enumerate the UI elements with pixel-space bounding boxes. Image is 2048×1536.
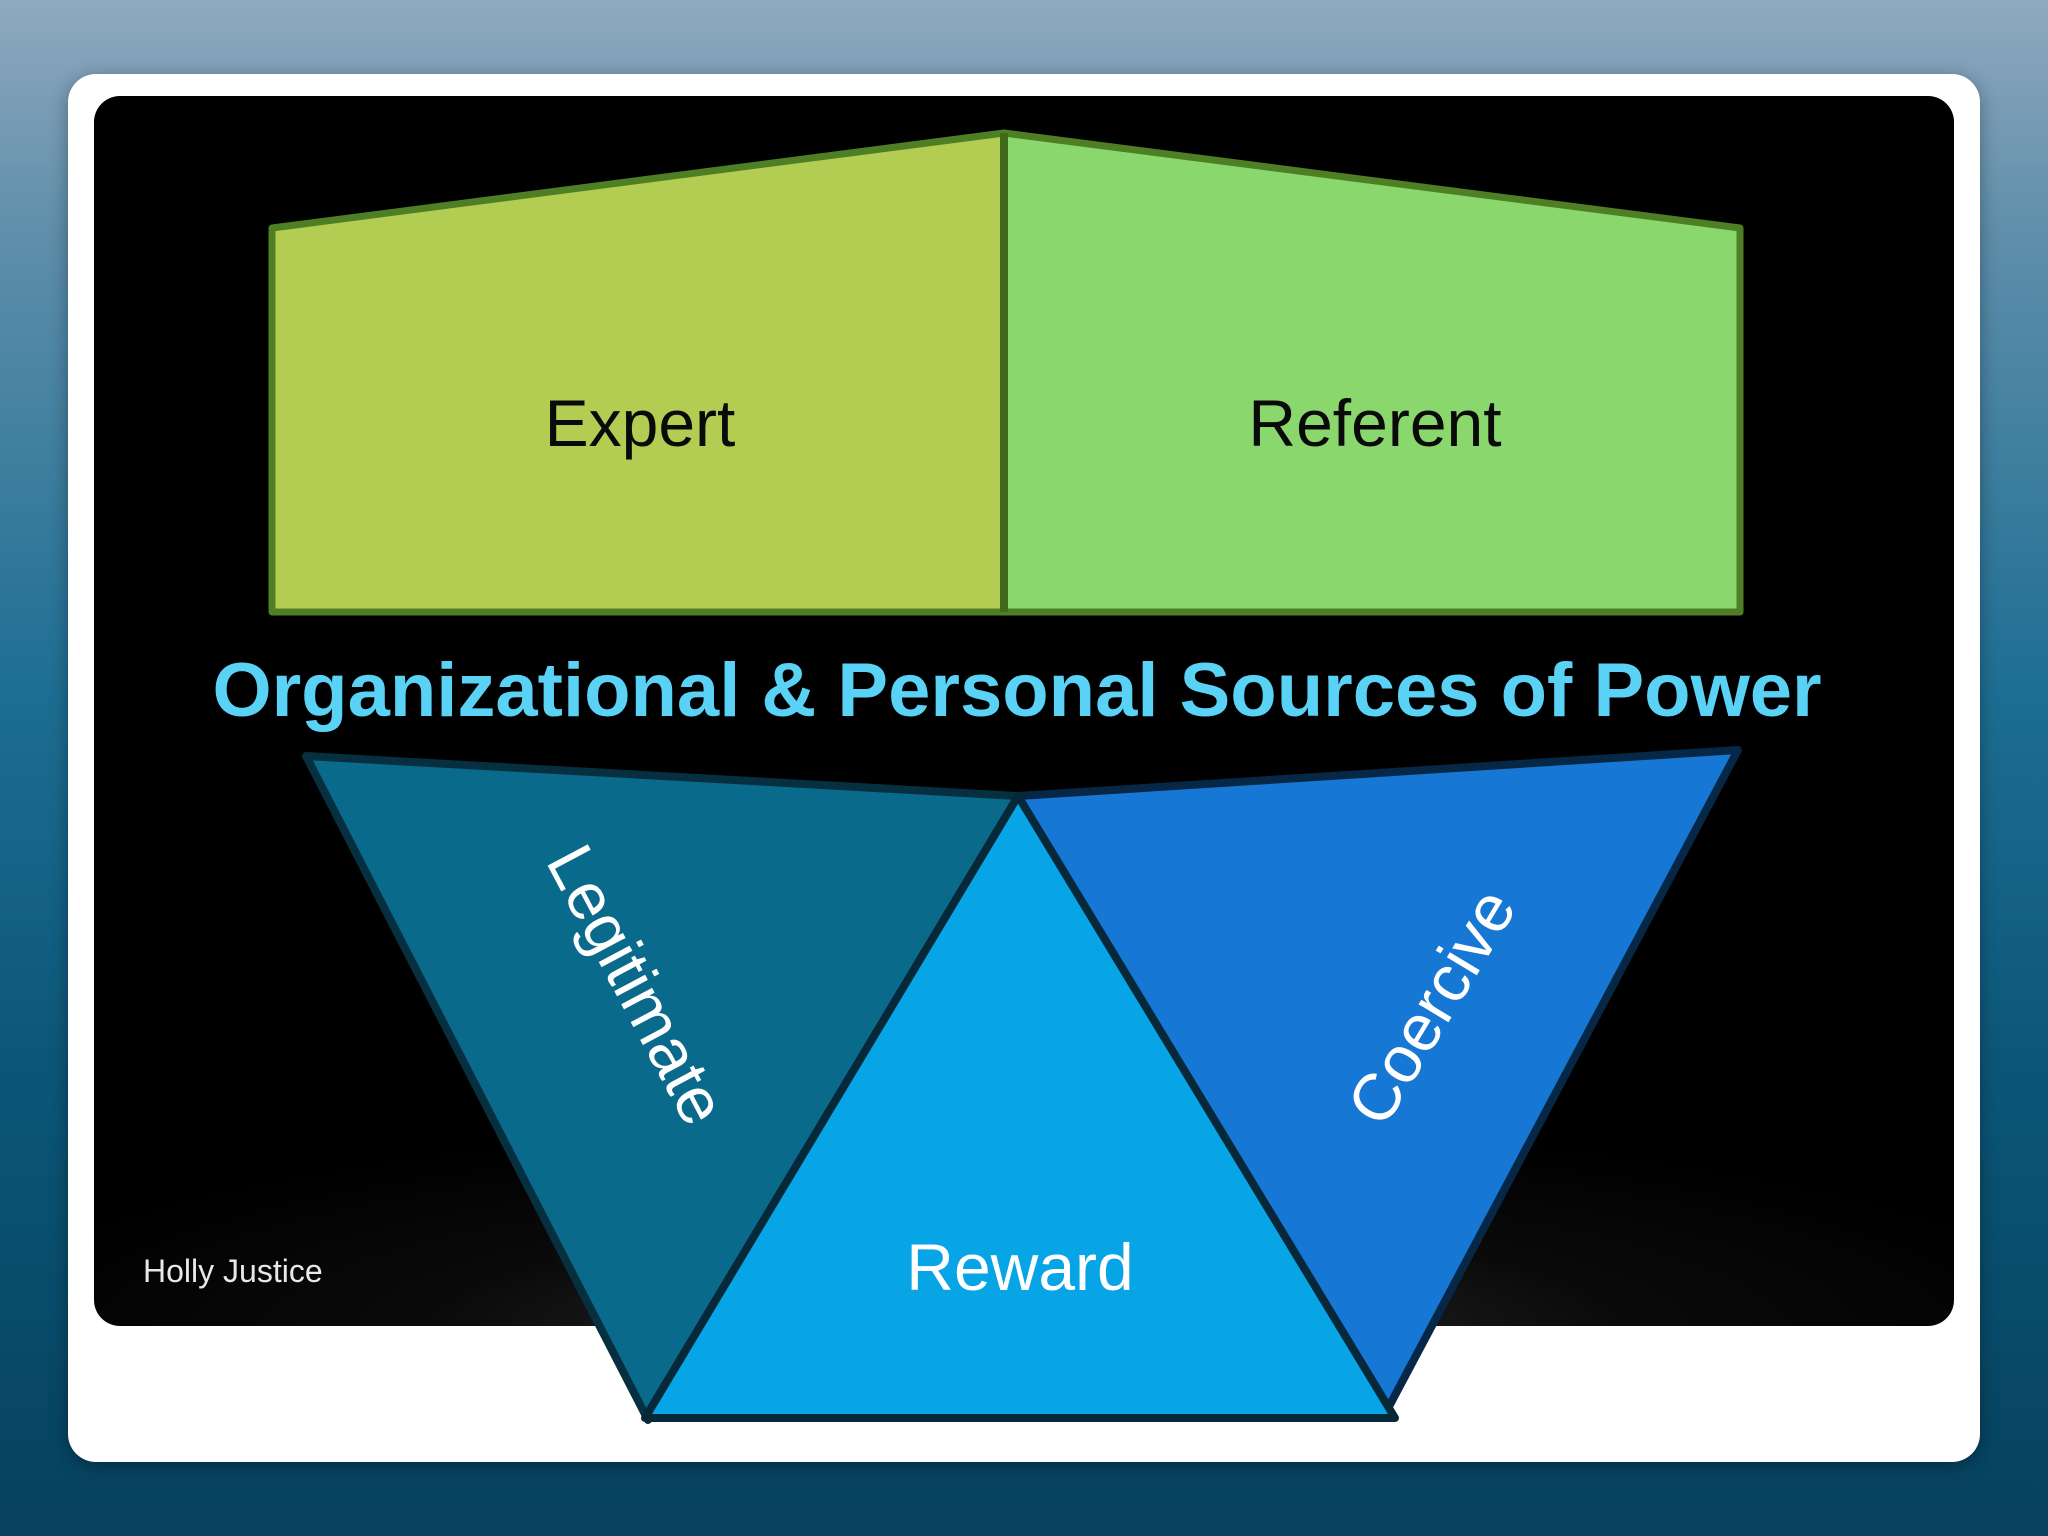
reward-label: Reward xyxy=(906,1230,1133,1304)
referent-label: Referent xyxy=(1248,386,1501,460)
reward-shape xyxy=(641,792,1399,1422)
slide-title: Organizational & Personal Sources of Pow… xyxy=(212,648,1821,733)
expert-shape xyxy=(268,129,1008,616)
expert-label: Expert xyxy=(545,386,736,460)
referent-shape xyxy=(1000,129,1744,616)
author-credit: Holly Justice xyxy=(143,1253,323,1289)
